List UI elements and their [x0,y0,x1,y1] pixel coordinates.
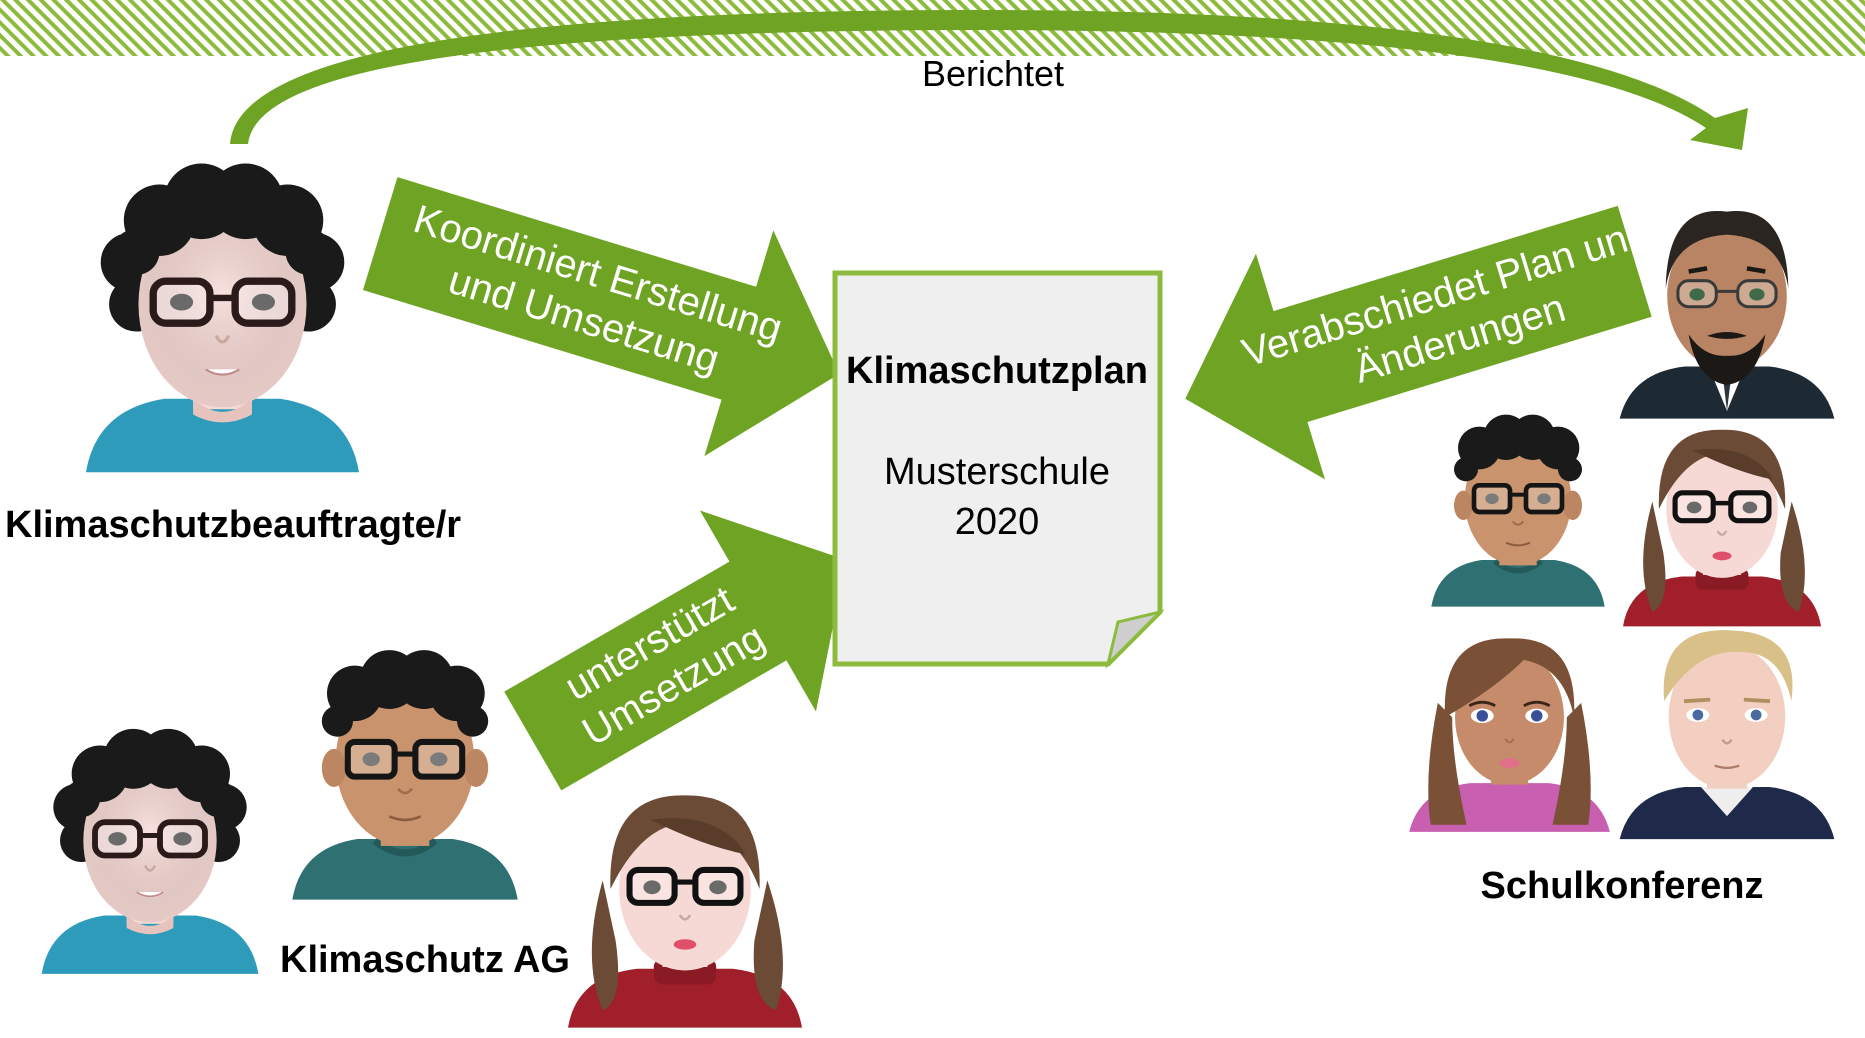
document-school: Musterschule [884,451,1110,493]
ag-avatar-woman-curly [42,729,259,974]
reports-arrow-label: Berichtet [922,53,1064,94]
conference-avatar-man-beard [1620,211,1835,419]
ag-avatar-man-curly [292,650,517,900]
conference-avatar-woman-wavy [1623,430,1821,627]
reports-arrow: Berichtet [230,10,1748,150]
coordinator-avatar [86,164,359,473]
conference-label: Schulkonferenz [1481,865,1764,907]
coordinator-label: Klimaschutzbeauftragte/r [5,504,461,546]
conference-avatar-man-curly [1431,415,1604,607]
climate-plan-document: Klimaschutzplan Musterschule 2020 [832,270,1165,669]
ag-label: Klimaschutz AG [280,939,570,981]
conference-arrow: Verabschiedet Plan und Änderungen [1185,205,1654,480]
document-year: 2020 [955,501,1040,543]
coordinator-arrow: Koordiniert Erstellung und Umsetzung [362,177,840,457]
document-title: Klimaschutzplan [846,350,1148,392]
conference-avatar-man-blonde [1617,628,1837,842]
ag-avatar-woman-wavy [568,795,802,1027]
conference-avatar-woman-long [1407,636,1612,834]
